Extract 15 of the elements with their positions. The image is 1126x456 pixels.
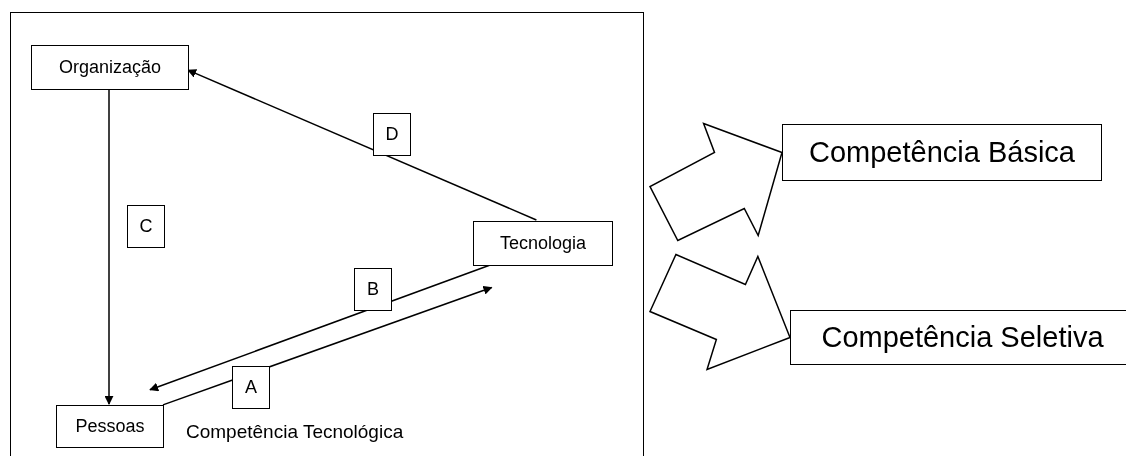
concept-box: Tecnologia (473, 221, 613, 266)
edge-label: B (354, 268, 392, 311)
concept-box: Organização (31, 45, 189, 90)
diagram-caption: Competência Tecnológica (186, 421, 404, 443)
edge-label: C (127, 205, 165, 248)
edge-label: A (232, 366, 270, 409)
concept-box: Pessoas (56, 405, 164, 448)
concept-box: Competência Básica (782, 124, 1102, 181)
arrow (187, 69, 538, 221)
arrow (104, 88, 114, 405)
arrow (162, 286, 493, 406)
block-arrow (649, 122, 783, 242)
edge-label: D (373, 113, 411, 156)
block-arrow (649, 253, 791, 371)
concept-box: Competência Seletiva (790, 310, 1126, 365)
